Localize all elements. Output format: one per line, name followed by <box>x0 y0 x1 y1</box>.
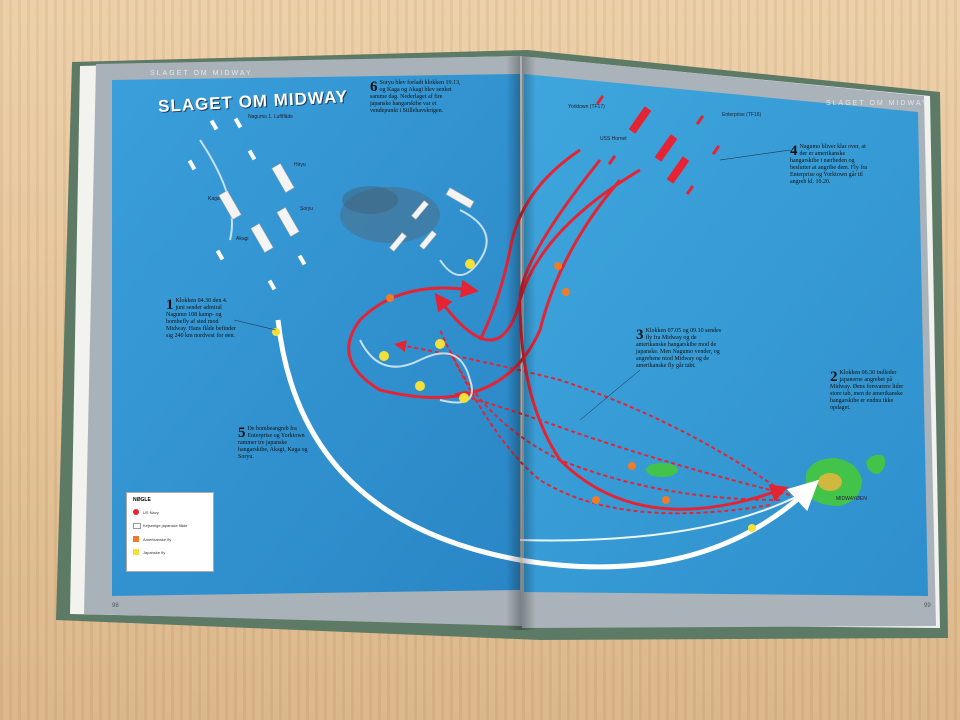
small-island <box>646 463 678 477</box>
legend-item-us-planes: Amerikanske fly <box>143 537 172 542</box>
page-number-right: 99 <box>924 603 931 609</box>
page-number-left: 98 <box>112 603 119 609</box>
label-yorktown: Yorktown (TF17) <box>568 104 605 110</box>
smoke-cloud <box>340 187 440 243</box>
legend-item-japanese-planes: Japanske fly <box>143 550 166 555</box>
japanese-fleet <box>218 162 475 254</box>
right-running-header: SLAGET OM MIDWAY <box>826 100 929 107</box>
japanese-planes-icon <box>133 549 139 555</box>
label-enterprise: Enterprise (TF16) <box>722 112 762 118</box>
label-hornet: USS Hornet <box>600 136 627 142</box>
left-running-header: SLAGET OM MIDWAY <box>150 70 253 77</box>
us-fleet <box>595 95 721 195</box>
japanese-fleet-icon <box>133 523 141 529</box>
label-akagi: Akagi <box>236 236 249 242</box>
us-planes-icon <box>133 536 139 542</box>
map-legend: NØGLE US Navy Kejserlige japanske flåde … <box>126 492 214 572</box>
explosions <box>272 259 756 532</box>
legend-item-us-navy: US Navy <box>143 510 159 515</box>
label-midway: MIDWAYØEN <box>836 496 867 502</box>
gutter-shadow <box>506 56 536 630</box>
legend-title: NØGLE <box>133 497 151 503</box>
label-soryu: Soryu <box>300 206 314 212</box>
sand-island <box>866 454 886 474</box>
label-kaga: Kaga <box>208 196 220 202</box>
label-hiryu: Hiryu <box>294 162 306 168</box>
label-nagumo-fleet: Nagumo 1. Luftflåde <box>248 114 294 120</box>
us-navy-icon <box>133 509 139 515</box>
plane-clusters <box>386 262 670 504</box>
us-dotted-paths <box>394 329 791 515</box>
legend-item-japanese-fleet: Kejserlige japanske flåde <box>143 523 188 528</box>
